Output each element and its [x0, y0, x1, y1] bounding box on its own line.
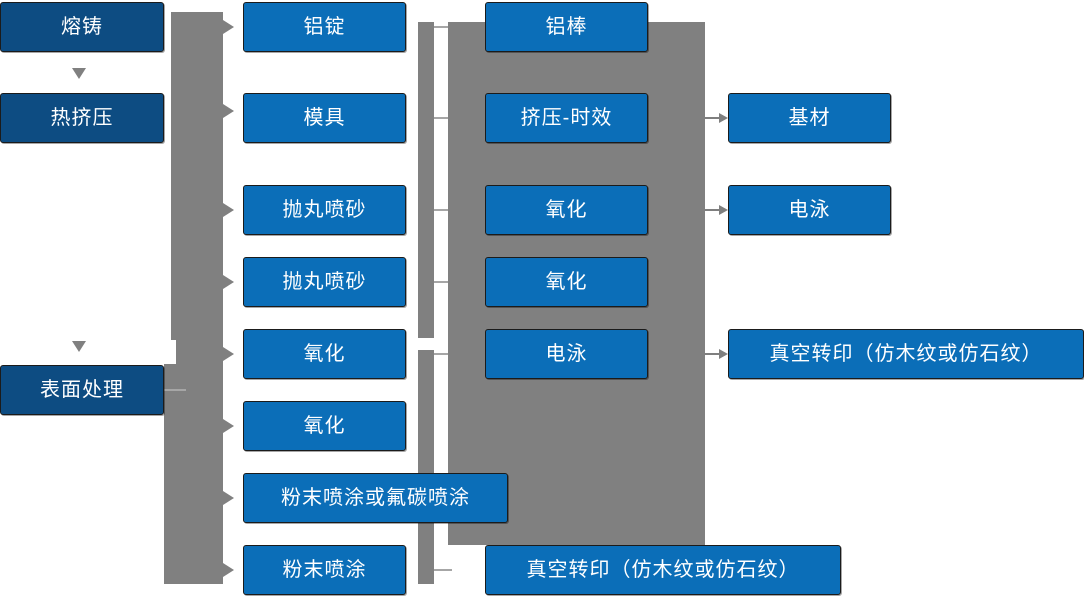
stage-down-arrow-2: [72, 341, 86, 352]
operation-label: 电泳: [545, 343, 588, 365]
operation-label: 氧化: [545, 199, 588, 221]
rail-stub-3: [434, 209, 452, 211]
output-box-electrophoresis[interactable]: 电泳: [728, 185, 891, 235]
input-arrow-2: [223, 104, 234, 118]
input-box-powder-coating[interactable]: 粉末喷涂: [243, 545, 406, 595]
rail-stub-4: [434, 281, 452, 283]
input-label: 模具: [303, 107, 346, 129]
flow-band-surface-branch: [164, 364, 223, 584]
input-box-oxidation-2[interactable]: 氧化: [243, 401, 406, 451]
input-box-oxidation-1[interactable]: 氧化: [243, 329, 406, 379]
stage-label: 热挤压: [50, 107, 114, 129]
output-arrow-2: [705, 205, 728, 215]
operation-box-aluminum-bar[interactable]: 铝棒: [485, 2, 648, 52]
output-box-vacuum-transfer-printing[interactable]: 真空转印（仿木纹或仿石纹）: [728, 329, 1084, 379]
output-label: 电泳: [788, 199, 831, 221]
operation-box-oxidation-2[interactable]: 氧化: [485, 257, 648, 307]
flow-rail-left-lower: [418, 350, 434, 584]
input-arrow-7: [223, 491, 234, 505]
output-arrow-3: [705, 349, 728, 359]
rail-stub-5: [434, 353, 452, 355]
input-label: 抛丸喷砂: [282, 271, 367, 293]
input-arrow-5: [223, 347, 234, 361]
stage-label: 表面处理: [40, 379, 124, 401]
operation-label: 挤压-时效: [520, 107, 613, 129]
input-label: 粉末喷涂: [282, 559, 367, 581]
input-arrow-4: [223, 275, 234, 289]
input-box-shot-blasting-1[interactable]: 抛丸喷砂: [243, 185, 406, 235]
operation-box-extrusion-aging[interactable]: 挤压-时效: [485, 93, 648, 143]
operation-label: 铝棒: [545, 16, 588, 38]
stage-box-surface-treatment[interactable]: 表面处理: [0, 365, 164, 415]
input-label: 抛丸喷砂: [282, 199, 367, 221]
rail-stub-2: [434, 117, 452, 119]
input-box-aluminum-ingot[interactable]: 铝锭: [243, 2, 406, 52]
input-arrow-6: [223, 419, 234, 433]
rail-stub-1: [434, 26, 452, 28]
stage-box-hot-extrusion[interactable]: 热挤压: [0, 93, 164, 143]
flow-band-notch: [164, 340, 176, 365]
flow-rail-left: [418, 22, 434, 338]
stage-down-arrow-1: [72, 68, 86, 79]
surface-treatment-stub: [164, 389, 186, 391]
output-box-base-material[interactable]: 基材: [728, 93, 891, 143]
input-arrow-1: [223, 20, 234, 34]
input-label: 铝锭: [303, 16, 346, 38]
input-box-mold[interactable]: 模具: [243, 93, 406, 143]
output-label: 真空转印（仿木纹或仿石纹）: [769, 343, 1043, 365]
operation-box-oxidation-1[interactable]: 氧化: [485, 185, 648, 235]
input-arrow-8: [223, 563, 234, 577]
input-label: 氧化: [303, 415, 346, 437]
stage-label: 熔铸: [61, 16, 103, 38]
input-box-powder-or-fluorocarbon-coating[interactable]: 粉末喷涂或氟碳喷涂: [243, 473, 508, 523]
stage-box-melting-casting[interactable]: 熔铸: [0, 2, 164, 52]
input-label: 粉末喷涂或氟碳喷涂: [281, 487, 470, 509]
input-arrow-3: [223, 203, 234, 217]
output-label: 基材: [788, 107, 831, 129]
output-arrow-1: [705, 113, 728, 123]
operation-label: 真空转印（仿木纹或仿石纹）: [526, 559, 800, 581]
rail-stub-6: [434, 569, 452, 571]
operation-label: 氧化: [545, 271, 588, 293]
operation-box-electrophoresis[interactable]: 电泳: [485, 329, 648, 379]
input-label: 氧化: [303, 343, 346, 365]
input-box-shot-blasting-2[interactable]: 抛丸喷砂: [243, 257, 406, 307]
operation-box-vacuum-transfer-printing[interactable]: 真空转印（仿木纹或仿石纹）: [485, 545, 841, 595]
